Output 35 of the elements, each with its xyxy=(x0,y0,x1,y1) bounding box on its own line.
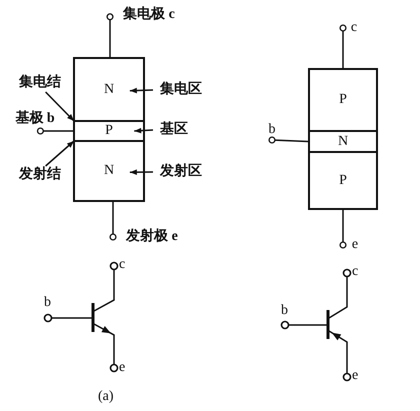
terminal-label: e xyxy=(352,238,358,252)
terminal-lead xyxy=(339,210,347,249)
terminal-lead xyxy=(109,201,117,241)
annotation-text: 集电区 xyxy=(160,83,202,97)
terminal-label: e xyxy=(352,369,358,383)
semiconductor-region: N xyxy=(73,140,145,202)
leader-arrow xyxy=(45,140,74,167)
terminal-lead xyxy=(106,13,114,58)
annotation-text: 基区 xyxy=(160,123,188,137)
terminal-lead xyxy=(36,127,73,135)
annotation-text: 发射极 e xyxy=(126,230,178,244)
leader-arrow xyxy=(130,88,154,94)
figure-caption: (a) xyxy=(98,390,114,404)
terminal-lead xyxy=(339,24,347,68)
semiconductor-region: P xyxy=(308,68,378,132)
terminal-label: c xyxy=(350,21,358,35)
terminal-label: b xyxy=(44,296,51,310)
annotation-text: 发射结 xyxy=(19,168,61,182)
leader-arrow xyxy=(45,91,75,122)
annotation-text: 基极 b xyxy=(15,112,55,126)
terminal-label: b xyxy=(268,123,276,137)
terminal-lead xyxy=(268,136,308,144)
semiconductor-region: N xyxy=(73,57,145,122)
annotation-text: 集电极 c xyxy=(123,8,175,22)
leader-arrow xyxy=(134,128,154,134)
semiconductor-region: P xyxy=(308,151,378,210)
semiconductor-region: N xyxy=(308,130,378,153)
annotation-text: 集电结 xyxy=(19,76,61,90)
terminal-label: c xyxy=(119,258,126,272)
semiconductor-region: P xyxy=(73,120,145,142)
terminal-label: c xyxy=(352,265,358,279)
annotation-text: 发射区 xyxy=(160,165,202,179)
terminal-label: b xyxy=(281,304,288,318)
leader-arrow xyxy=(130,169,153,175)
terminal-label: e xyxy=(119,361,126,375)
